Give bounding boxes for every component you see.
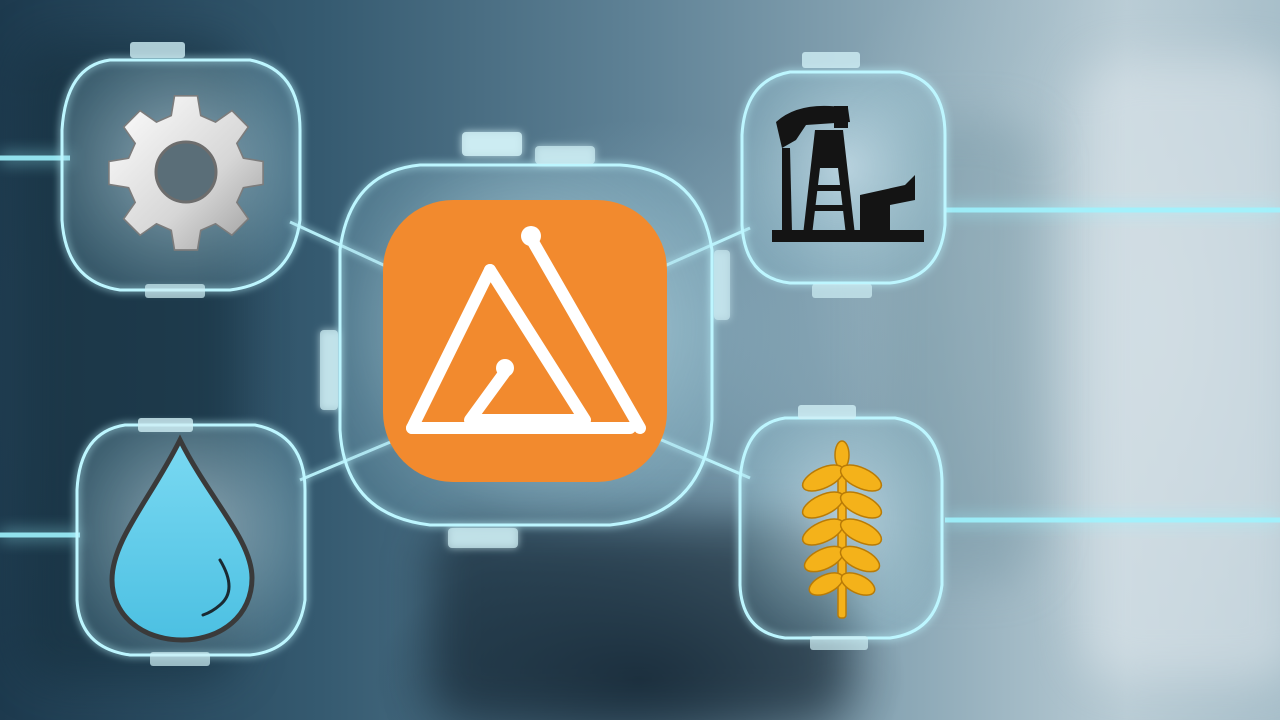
wheat-icon <box>801 440 883 619</box>
oil-pump-icon <box>772 105 924 242</box>
node-wheat <box>738 405 944 650</box>
gear-icon <box>108 95 264 251</box>
node-gear <box>60 42 302 298</box>
orange-triangle-logo-icon <box>383 200 667 482</box>
light-beams <box>0 155 1280 538</box>
node-oil-pump <box>740 52 947 298</box>
water-drop-icon <box>109 434 255 643</box>
node-water-drop <box>75 418 307 666</box>
